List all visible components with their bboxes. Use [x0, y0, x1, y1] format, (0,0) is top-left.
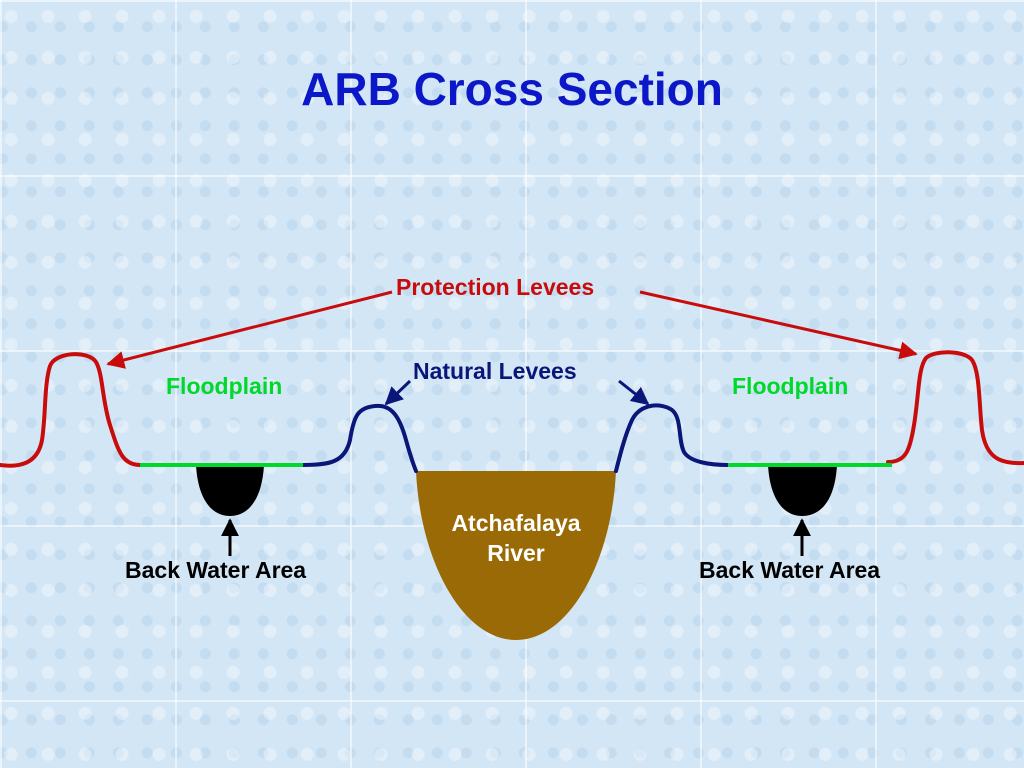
natural-levee-right: [614, 403, 730, 473]
river-channel: [416, 471, 616, 640]
protection-arrow-right: [639, 290, 918, 360]
river-label-line1: Atchafalaya: [451, 510, 581, 536]
floodplain-left-label: Floodplain: [166, 373, 283, 399]
backwater-pit-right: [768, 465, 837, 516]
river-label: Atchafalaya River: [416, 508, 616, 568]
protection-levee-left: [0, 352, 142, 468]
floodplain-right-label: Floodplain: [732, 373, 849, 399]
page-title: ARB Cross Section: [301, 63, 723, 115]
protection-levee-right: [886, 350, 1024, 466]
backwater-right-label: Back Water Area: [699, 557, 881, 583]
river-label-line2: River: [487, 540, 545, 566]
backwater-left-label: Back Water Area: [125, 557, 307, 583]
protection-arrow-left: [106, 290, 393, 369]
natural-levee-left: [301, 403, 418, 473]
backwater-pit-left: [196, 465, 264, 516]
natural-arrow-right: [618, 379, 650, 406]
protection-levees-label: Protection Levees: [396, 274, 595, 300]
natural-levees-label: Natural Levees: [413, 358, 577, 384]
natural-arrow-left: [384, 379, 412, 406]
